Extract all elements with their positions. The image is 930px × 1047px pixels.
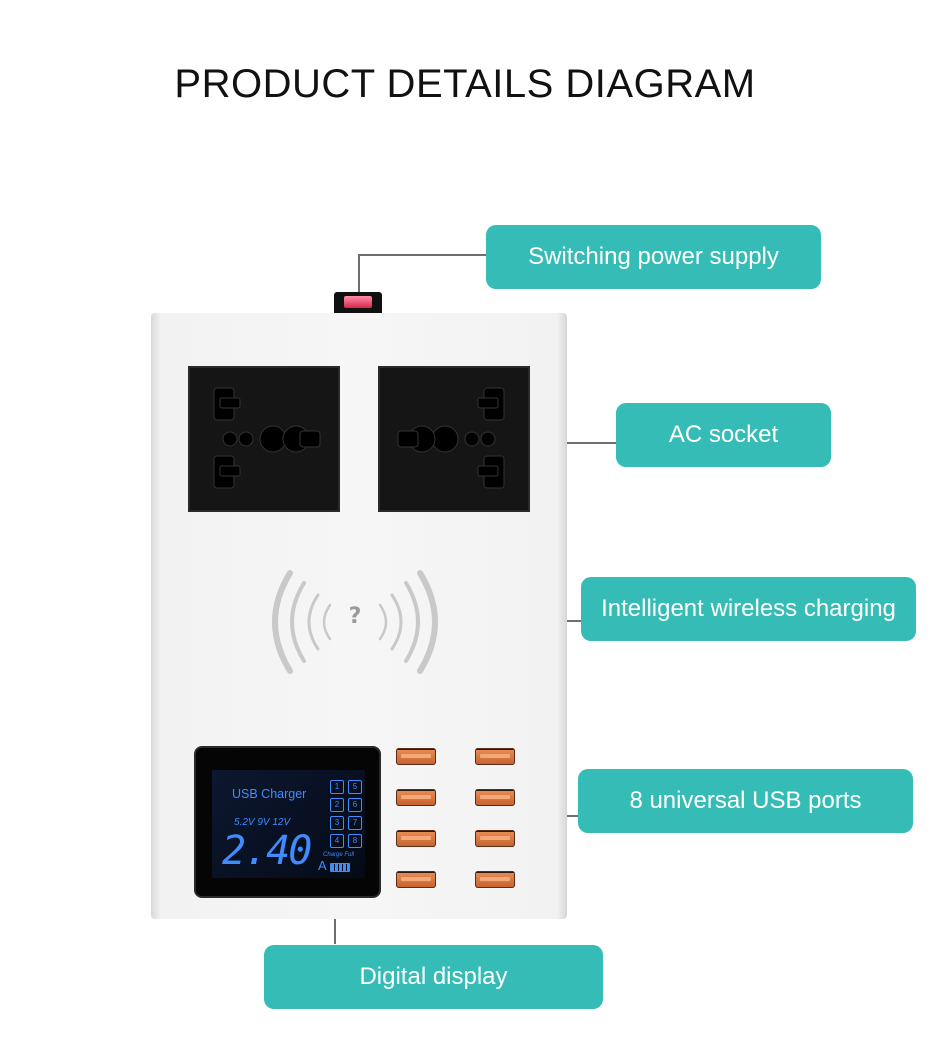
- callout-usb-ports: 8 universal USB ports: [578, 769, 913, 833]
- port-indicator: 3: [330, 816, 344, 830]
- callout-wireless-charging: Intelligent wireless charging: [581, 577, 916, 641]
- display-screen: USB Charger 5.2V 9V 12V 2.40 A 1 5 2 6 3…: [212, 770, 365, 878]
- universal-outlet-icon: [213, 387, 321, 489]
- leader-line-display: [334, 896, 336, 944]
- usb-port[interactable]: [396, 789, 436, 806]
- usb-port[interactable]: [475, 789, 515, 806]
- port-indicator: 1: [330, 780, 344, 794]
- ac-socket-left: [188, 366, 340, 512]
- power-switch-rocker: [344, 296, 372, 308]
- display-voltages: 5.2V 9V 12V: [234, 817, 291, 828]
- usb-port[interactable]: [475, 830, 515, 847]
- usb-port[interactable]: [475, 748, 515, 765]
- usb-port[interactable]: [475, 871, 515, 888]
- leader-line-ac: [520, 442, 617, 444]
- wireless-charging-icon: ?: [272, 570, 438, 674]
- leader-line-switch: [358, 254, 360, 294]
- display-title: USB Charger: [232, 787, 307, 801]
- leader-line-switch-h: [358, 254, 488, 256]
- usb-port[interactable]: [396, 871, 436, 888]
- display-current: 2.40: [222, 828, 312, 874]
- universal-outlet-icon: [397, 387, 505, 489]
- port-indicator: 4: [330, 834, 344, 848]
- svg-text:?: ?: [349, 604, 362, 629]
- port-indicator: 8: [348, 834, 362, 848]
- callout-ac-socket: AC socket: [616, 403, 831, 467]
- port-indicator: 5: [348, 780, 362, 794]
- port-indicator: 6: [348, 798, 362, 812]
- callout-digital-display: Digital display: [264, 945, 603, 1009]
- usb-port[interactable]: [396, 748, 436, 765]
- page-title: PRODUCT DETAILS DIAGRAM: [174, 62, 756, 106]
- power-switch[interactable]: [334, 292, 382, 314]
- port-indicator: 2: [330, 798, 344, 812]
- display-status: Charge Full: [323, 852, 355, 858]
- display-unit: A: [318, 858, 327, 873]
- ac-socket-right: [378, 366, 530, 512]
- digital-display: USB Charger 5.2V 9V 12V 2.40 A 1 5 2 6 3…: [194, 746, 381, 898]
- usb-port[interactable]: [396, 830, 436, 847]
- callout-switching-power-supply: Switching power supply: [486, 225, 821, 289]
- port-indicator: 7: [348, 816, 362, 830]
- battery-icon: [330, 863, 350, 872]
